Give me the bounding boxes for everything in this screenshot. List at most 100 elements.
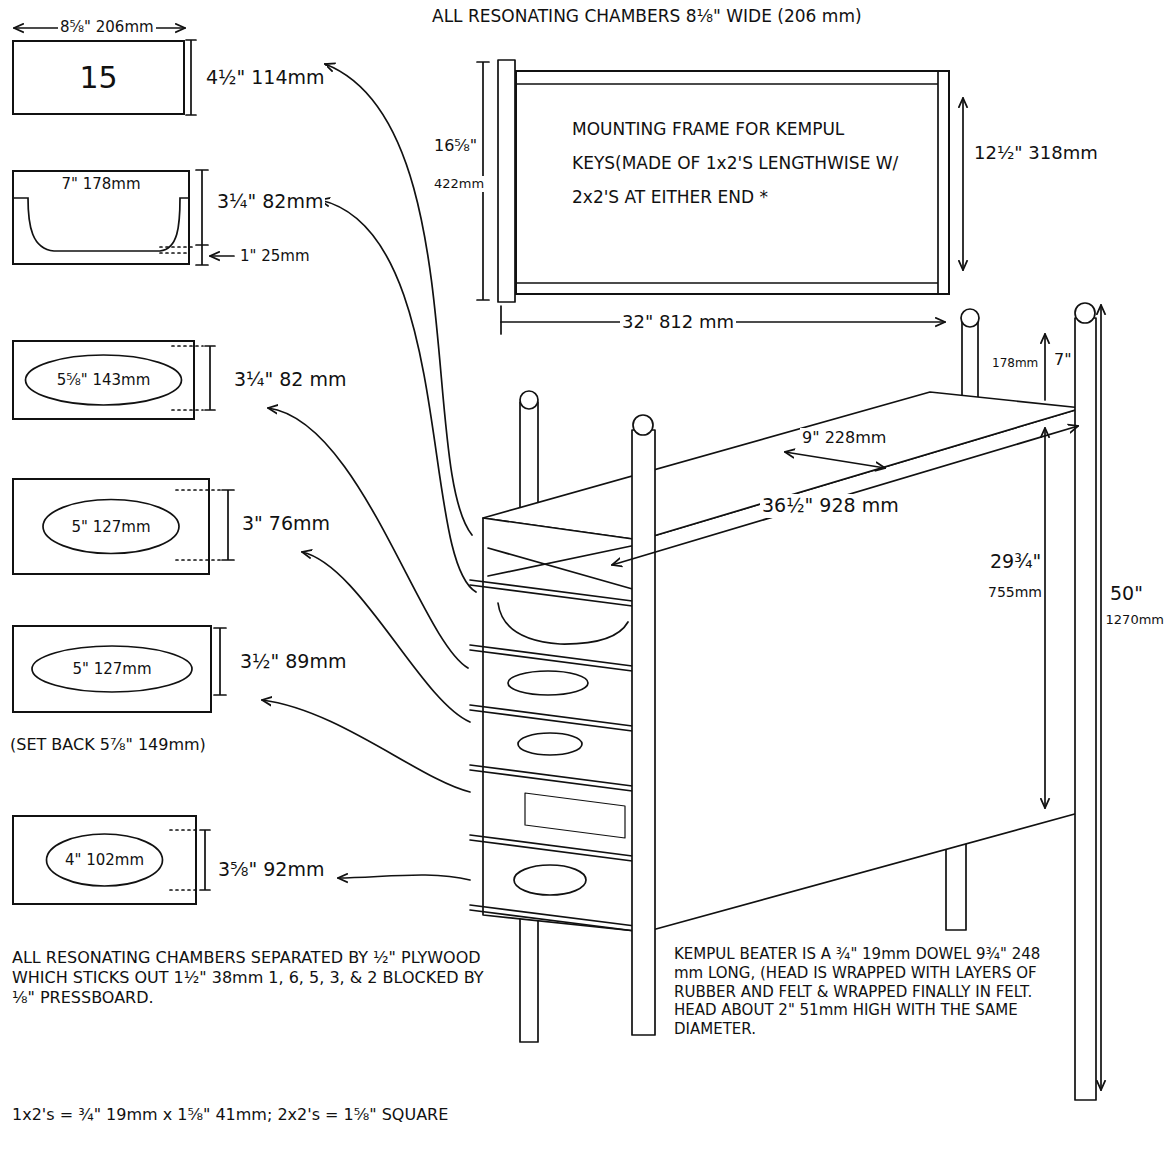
dimension-label: 50" [1108, 582, 1145, 606]
post-knob [633, 415, 653, 435]
shape-lines [47, 834, 163, 886]
note-text: 1x2's = ¾" 19mm x 1⅝" 41mm; 2x2's = 1⅝" … [10, 1105, 634, 1125]
frame-end-post [498, 60, 515, 302]
post-knob [961, 309, 979, 327]
leader-arrow [268, 408, 468, 668]
post-knob [520, 391, 538, 409]
oval-opening [47, 834, 163, 886]
oval-opening [518, 733, 582, 755]
dimension-bracket [214, 628, 226, 695]
pressboard-block [488, 545, 636, 576]
frame-note: MOUNTING FRAME FOR KEMPUL KEYS(MADE OF 1… [572, 112, 912, 214]
bowl-opening [14, 198, 188, 251]
shape-lines [517, 72, 938, 293]
oval-opening [514, 865, 586, 895]
leader-arrow [262, 700, 470, 792]
dimension-label: 1" 25mm [238, 247, 312, 266]
dimension-label: 3" 76mm [240, 512, 332, 536]
dimension-bracket [196, 170, 208, 265]
dimension-tick [500, 306, 502, 334]
dimension-bracket [205, 346, 215, 410]
section-box: 5" 127mm [12, 478, 210, 575]
shape-lines [26, 355, 182, 405]
dimension-label: 9" 228mm [800, 428, 888, 448]
pressboard-block [488, 548, 636, 590]
dotted-line [176, 490, 220, 560]
dimension-label: 16⅝" [432, 136, 479, 156]
divider-shelf [470, 765, 640, 792]
dimension-line [1100, 305, 1102, 1090]
section-box: 5⅝" 143mm [12, 340, 195, 420]
dotted-line [160, 246, 196, 248]
oval-opening [26, 355, 182, 405]
post-knob [1075, 303, 1095, 323]
dimension-label: 3⅝" 92mm [216, 858, 326, 882]
note-text: KEMPUL BEATER IS A ¾" 19mm DOWEL 9¾" 248… [672, 945, 1071, 1039]
section-label: 4" 102mm [65, 851, 144, 869]
divider-shelf [470, 645, 640, 672]
note-text: ALL RESONATING CHAMBERS SEPARATED BY ½" … [10, 948, 494, 1008]
note-label: ALL RESONATING CHAMBERS 8⅛" WIDE (206 mm… [430, 6, 864, 27]
section-box: 15 [12, 40, 185, 115]
section-label: 5⅝" 143mm [57, 371, 151, 389]
dimension-bracket [200, 830, 210, 890]
dimension-line [962, 98, 964, 270]
oval-opening [32, 646, 192, 692]
dimension-label: 1270mm [1104, 612, 1166, 628]
divider-shelf [470, 905, 643, 932]
dotted-line [160, 252, 188, 254]
dimension-label: 178mm [990, 356, 1040, 371]
dimension-label: 7" [1052, 350, 1074, 370]
dotted-line [172, 346, 203, 410]
section-label: 7" 178mm [61, 175, 140, 193]
leader-arrow [325, 64, 472, 535]
dimension-label: 422mm [432, 176, 486, 192]
dimension-label: 3½" 89mm [238, 650, 348, 674]
dotted-line [170, 830, 198, 890]
dimension-line [785, 452, 885, 468]
shape-outline [517, 72, 948, 293]
dimension-label: 3¼" 82mm [215, 190, 325, 214]
leader-arrow [338, 875, 470, 880]
dimension-label: 8⅝" 206mm [58, 18, 156, 37]
top-face [483, 392, 1082, 540]
leader-arrow [302, 552, 470, 722]
section-box: 4" 102mm [12, 815, 197, 905]
shape-lines [32, 646, 192, 692]
leader-arrow [320, 200, 476, 592]
dimension-label: 29¾" [988, 550, 1043, 574]
dimension-label: 4½" 114mm [204, 66, 327, 90]
post [962, 322, 978, 402]
dimension-bracket [186, 40, 196, 115]
dimension-line [1044, 334, 1046, 400]
dimension-label: 12½" 318mm [972, 142, 1100, 165]
section-label: 5" 127mm [72, 660, 151, 678]
mounting-frame: MOUNTING FRAME FOR KEMPUL KEYS(MADE OF 1… [515, 70, 950, 295]
section-label: 5" 127mm [71, 518, 150, 536]
set-back-opening [525, 793, 625, 838]
section-box: 7" 178mm [12, 170, 190, 265]
dimension-line [612, 426, 1078, 565]
post [1075, 318, 1096, 1100]
dimension-bracket [222, 490, 234, 560]
oval-opening [43, 500, 179, 554]
frame-rails [517, 72, 938, 293]
shape-lines [43, 500, 179, 554]
bowl-opening [498, 603, 628, 644]
section-label: 15 [79, 60, 117, 96]
shape-lines [14, 198, 188, 253]
section-box: 5" 127mm [12, 625, 212, 713]
dimension-label: 755mm [986, 584, 1044, 602]
pointer-arrow [210, 255, 234, 257]
divider-shelf [470, 835, 640, 862]
dimension-label: 3¼" 82 mm [232, 368, 349, 392]
dimension-label: 36½" 928 mm [760, 494, 901, 518]
note-label: (SET BACK 5⅞" 149mm) [8, 735, 208, 755]
post [632, 430, 655, 1035]
leg [946, 838, 966, 930]
dimension-label: 32" 812 mm [620, 311, 736, 334]
oval-opening [508, 671, 588, 695]
dimension-line [1044, 428, 1046, 808]
divider-shelf [470, 705, 640, 732]
